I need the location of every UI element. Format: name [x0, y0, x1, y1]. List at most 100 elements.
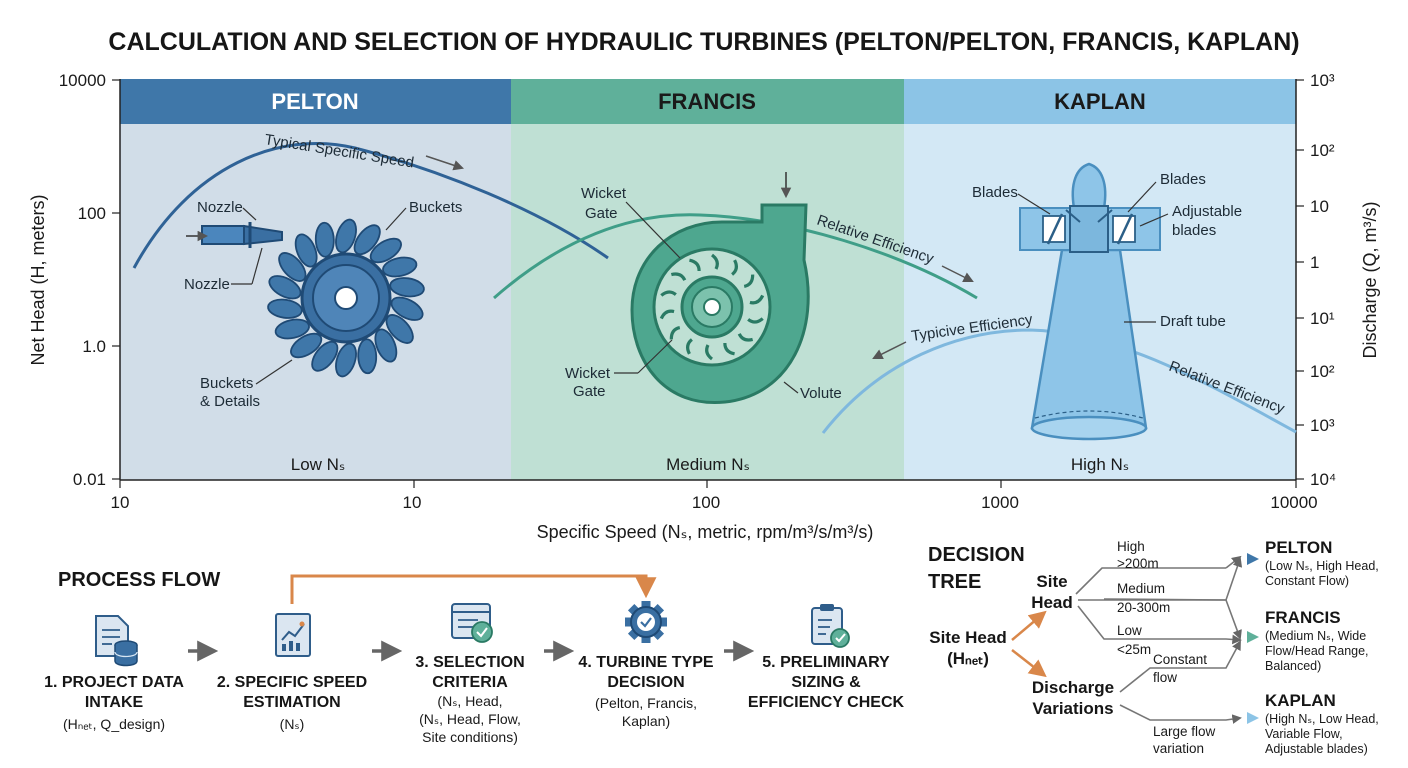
step-title-line: 5. PRELIMINARY [762, 654, 890, 671]
process-step-3: 3. SELECTION CRITERIA (Nₛ, Head, (Nₛ, He… [415, 654, 524, 745]
pelton-bucket [294, 233, 318, 268]
pelton-bucket [274, 318, 310, 340]
result-kaplan-line: Adjustable blades) [1265, 742, 1368, 756]
branch-high-1: High [1117, 539, 1145, 554]
wicket-gate-vane [689, 258, 701, 272]
wicket-gate-vane [660, 290, 677, 297]
x-tick: 10 [403, 493, 422, 512]
document-database-icon [95, 615, 138, 667]
y-right-axis-label: Discharge (Q, m³/s) [1360, 201, 1380, 358]
step-subtitle-line: (Nₛ, Head, [437, 693, 502, 709]
band-pelton-range: Low Nₛ [291, 455, 346, 474]
pelton-bucket [335, 342, 357, 378]
branch-large-1: Large flow [1153, 724, 1216, 739]
kaplan-result-marker [1247, 712, 1259, 724]
step-subtitle-line: (Nₛ) [280, 716, 305, 732]
result-francis-title: FRANCIS [1265, 608, 1341, 627]
wicket-gate-label-bottom-1: Wicket [565, 365, 611, 382]
step-title-line: EFFICIENCY CHECK [748, 694, 905, 711]
step-title-line: 2. SPECIFIC SPEED [217, 674, 367, 691]
volute-label: Volute [800, 385, 842, 402]
band-francis-header [511, 79, 904, 124]
wicket-gate-label-bottom-2: Gate [573, 383, 606, 400]
wicket-gate-vane [737, 333, 754, 342]
step-subtitle-line: (Nₛ, Head, Flow, [419, 711, 521, 727]
pelton-bucket [311, 340, 339, 372]
band-francis-range: Medium Nₛ [666, 455, 750, 474]
step-title-line: 4. TURBINE TYPE [578, 654, 713, 671]
site-head-node-1: Site [1036, 572, 1067, 591]
decision-tree: DECISION TREE Site Head (Hₙₑₜ) Site Head… [928, 538, 1379, 756]
result-kaplan-line: Variable Flow, [1265, 727, 1343, 741]
adjustable-blades-label-2: blades [1172, 222, 1216, 239]
root-to-discharge-arrow [1011, 649, 1047, 678]
pelton-bucket [335, 218, 357, 254]
tree-root-label-1: Site Head [929, 628, 1006, 647]
process-step-4: 4. TURBINE TYPE DECISION (Pelton, Franci… [578, 654, 713, 729]
x-axis-label: Specific Speed (Nₛ, metric, rpm/m³/s/m³/… [537, 522, 874, 542]
y-left-tick: 1.0 [82, 337, 106, 356]
nozzle-tip [243, 224, 283, 246]
pelton-result-marker [1247, 553, 1259, 565]
tree-root-label-2: (Hₙₑₜ) [947, 649, 989, 668]
pelton-bucket [267, 298, 303, 319]
band-francis-title: FRANCIS [658, 89, 756, 114]
x-tick: 10000 [1270, 493, 1317, 512]
nozzle-label-bottom: Nozzle [184, 276, 230, 293]
wicket-gate-vane [723, 342, 735, 356]
wicket-gate-vane [669, 326, 681, 340]
francis-result-marker [1247, 631, 1259, 643]
step-title-line: DECISION [607, 674, 684, 691]
wicket-gate-vane [705, 344, 714, 361]
result-pelton-title: PELTON [1265, 538, 1332, 557]
result-francis-line: (Medium Nₛ, Wide [1265, 629, 1366, 643]
pelton-buckets [267, 218, 425, 378]
band-kaplan-header [904, 79, 1296, 124]
branch-low-2: <25m [1117, 642, 1151, 657]
branch-medium-2: 20-300m [1117, 600, 1170, 615]
pelton-bucket [382, 256, 418, 278]
y-right-tick: 10¹ [1310, 309, 1335, 328]
x-tick: 1000 [981, 493, 1019, 512]
decision-tree-heading-2: TREE [928, 571, 981, 593]
process-step-5: 5. PRELIMINARY SIZING & EFFICIENCY CHECK [748, 654, 905, 711]
adjustable-blades-label-1: Adjustable [1172, 203, 1242, 220]
process-flow-heading: PROCESS FLOW [58, 569, 220, 591]
pelton-bucket [278, 252, 307, 282]
chart-report-icon [275, 613, 311, 657]
result-pelton-line: (Low Nₛ, High Head, [1265, 559, 1379, 573]
x-tick: 10 [111, 493, 130, 512]
draft-tube-label: Draft tube [1160, 313, 1226, 330]
pelton-bucket [314, 221, 335, 258]
kaplan-turbine-illustration: Blades Blades Adjustable blades Draft tu… [972, 162, 1242, 441]
pelton-specific-speed-curve [132, 141, 609, 269]
step-title-line: 3. SELECTION [415, 654, 524, 671]
process-feedback-arrow [290, 574, 657, 604]
step-subtitle-line: (Pelton, Francis, [595, 695, 697, 711]
process-step-1: 1. PROJECT DATA INTAKE (Hₙₑₜ, Q_design) [44, 674, 184, 732]
branch-large-2: variation [1153, 741, 1204, 756]
step-title-line: ESTIMATION [243, 694, 340, 711]
branch-constant-2: flow [1153, 670, 1177, 685]
discharge-node-2: Variations [1032, 699, 1113, 718]
step-title-line: SIZING & [791, 674, 861, 691]
francis-turbine-illustration: Wicket Gate Wicket Gate Volute [565, 172, 842, 404]
branch-medium-1: Medium [1117, 581, 1165, 596]
discharge-node-1: Discharge [1032, 678, 1114, 697]
y-left-axis-label: Net Head (H, meters) [28, 194, 48, 365]
kaplan-hub-cone [1071, 162, 1107, 210]
result-francis-line: Balanced) [1265, 659, 1321, 673]
blades-label-left: Blades [972, 184, 1018, 201]
y-right-tick: 10 [1310, 197, 1329, 216]
y-right-tick: 10³ [1310, 416, 1335, 435]
result-kaplan-title: KAPLAN [1265, 691, 1336, 710]
page-title: CALCULATION AND SELECTION OF HYDRAULIC T… [108, 28, 1299, 56]
step-subtitle-line: Kaplan) [622, 713, 670, 729]
wicket-gate-vane [747, 317, 764, 324]
chart-axes [112, 79, 1304, 488]
checklist-window-icon [451, 603, 493, 643]
wicket-gate-vane [659, 309, 675, 320]
wicket-gate-vane [749, 294, 765, 305]
wicket-gate-vane [731, 259, 738, 276]
